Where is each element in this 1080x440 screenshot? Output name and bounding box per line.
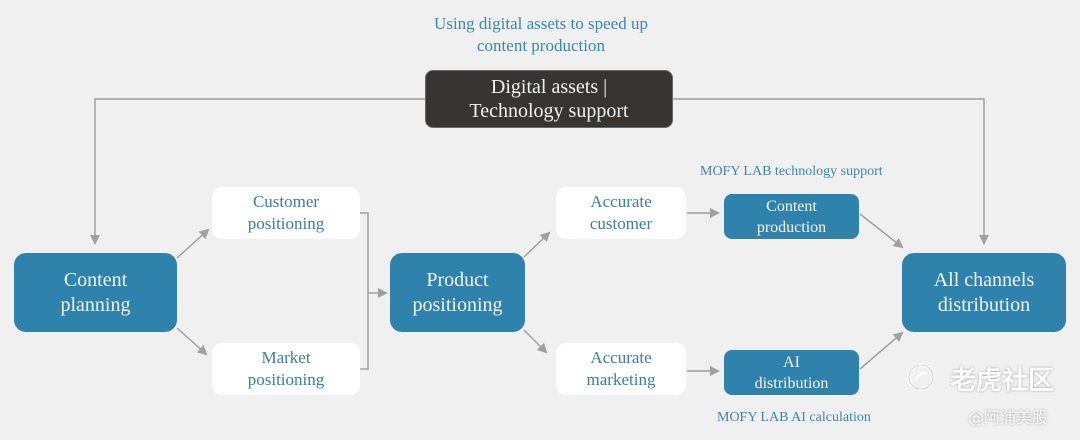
node-market-positioning-line-2: positioning xyxy=(247,370,325,389)
top-caption: Using digital assets to speed up content… xyxy=(391,13,691,57)
bracket-positioning xyxy=(360,212,369,370)
node-product-positioning-line-1: Product xyxy=(426,268,489,291)
node-accurate-customer-line-1: Accurate xyxy=(590,192,652,211)
top-caption-line-2: content production xyxy=(477,36,605,55)
node-market-positioning: Market positioning xyxy=(212,343,360,395)
arrow-production-to-channels xyxy=(859,213,904,249)
node-accurate-customer-line-2: customer xyxy=(589,214,653,233)
arrow-support-to-channels xyxy=(673,98,989,245)
label-ai-calc: MOFY LAB AI calculation xyxy=(717,410,871,425)
node-product-positioning-line-2: positioning xyxy=(412,293,503,316)
node-all-channels-line-2: distribution xyxy=(937,293,1031,316)
node-content-planning-line-1: Content xyxy=(63,268,128,291)
node-customer-positioning-line-1: Customer xyxy=(252,192,320,211)
node-content-production: Content production xyxy=(724,194,859,239)
node-customer-positioning: Customer positioning xyxy=(212,187,360,239)
top-caption-line-1: Using digital assets to speed up xyxy=(434,14,648,33)
digital-assets-line-2: Technology support xyxy=(469,100,629,122)
watermark-logo-icon xyxy=(907,363,935,391)
label-tech-support: MOFY LAB technology support xyxy=(700,164,883,179)
arrow-planning-to-market xyxy=(176,327,208,356)
node-product-positioning: Product positioning xyxy=(390,253,525,332)
node-customer-positioning-line-2: positioning xyxy=(247,214,325,233)
node-content-planning-line-2: planning xyxy=(60,293,131,316)
watermark-site: 老虎社区 xyxy=(950,366,1055,396)
node-ai-distribution-line-2: distribution xyxy=(754,374,829,392)
node-all-channels-line-1: All channels xyxy=(933,268,1035,291)
node-all-channels: All channels distribution xyxy=(902,253,1066,332)
node-accurate-marketing: Accurate marketing xyxy=(556,343,686,395)
arrow-planning-to-customer xyxy=(176,228,210,259)
node-market-positioning-line-1: Market xyxy=(261,348,311,367)
node-accurate-customer: Accurate customer xyxy=(556,187,686,239)
arrow-product-to-marketing xyxy=(523,329,548,354)
node-content-planning: Content planning xyxy=(14,253,177,332)
digital-assets-box: Digital assets | Technology support xyxy=(425,70,673,128)
watermark-author: @阿浦美股 xyxy=(968,408,1049,427)
arrow-product-to-customer xyxy=(523,231,551,258)
node-accurate-marketing-line-1: Accurate xyxy=(590,348,652,367)
node-content-production-line-2: production xyxy=(756,218,827,236)
digital-assets-line-1: Digital assets | xyxy=(490,76,608,98)
node-ai-distribution-line-1: AI xyxy=(783,353,800,371)
arrow-ai-to-channels xyxy=(859,331,904,370)
node-ai-distribution: AI distribution xyxy=(724,350,859,395)
arrow-support-to-planning xyxy=(90,98,425,245)
node-content-production-line-1: Content xyxy=(766,197,817,215)
node-accurate-marketing-line-2: marketing xyxy=(586,370,656,389)
